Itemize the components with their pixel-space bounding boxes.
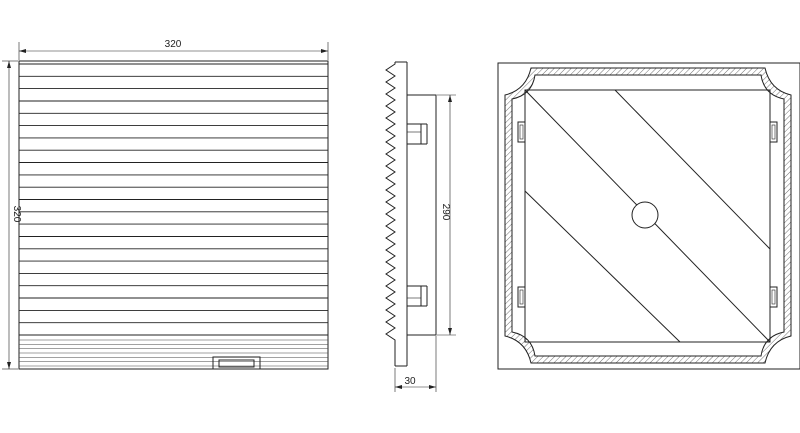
height-dimension: 320: [2, 60, 22, 370]
side-body: [406, 94, 437, 336]
side-louver-teeth: [385, 62, 396, 366]
bottom-fine-lines: [19, 339, 328, 367]
diagonal-line: [614, 89, 771, 250]
back-inner-panel: [524, 89, 771, 343]
center-hole: [631, 201, 659, 229]
side-height-dimension: 290: [437, 94, 456, 336]
diagonal-line: [524, 190, 681, 343]
latch-inner: [218, 359, 255, 368]
side-depth-label: 30: [404, 376, 416, 387]
back-outer-frame: [497, 62, 800, 370]
side-height-label: 290: [440, 204, 451, 221]
back-view: [497, 62, 800, 370]
front-panel-outline: [18, 60, 329, 370]
height-label: 320: [11, 206, 22, 223]
side-view: 290 30: [385, 61, 456, 392]
width-dimension: 320: [18, 39, 329, 60]
front-view: 320 320: [2, 39, 329, 370]
latch-outer: [212, 356, 261, 370]
back-gasket: [504, 67, 792, 364]
front-latch: [212, 356, 261, 370]
side-depth-dimension: 30: [394, 336, 437, 392]
louver-slats: [19, 63, 328, 336]
side-clip-top: [406, 123, 428, 145]
width-label: 320: [165, 39, 182, 50]
side-clip-bottom: [406, 285, 428, 307]
back-clips: [517, 121, 778, 308]
